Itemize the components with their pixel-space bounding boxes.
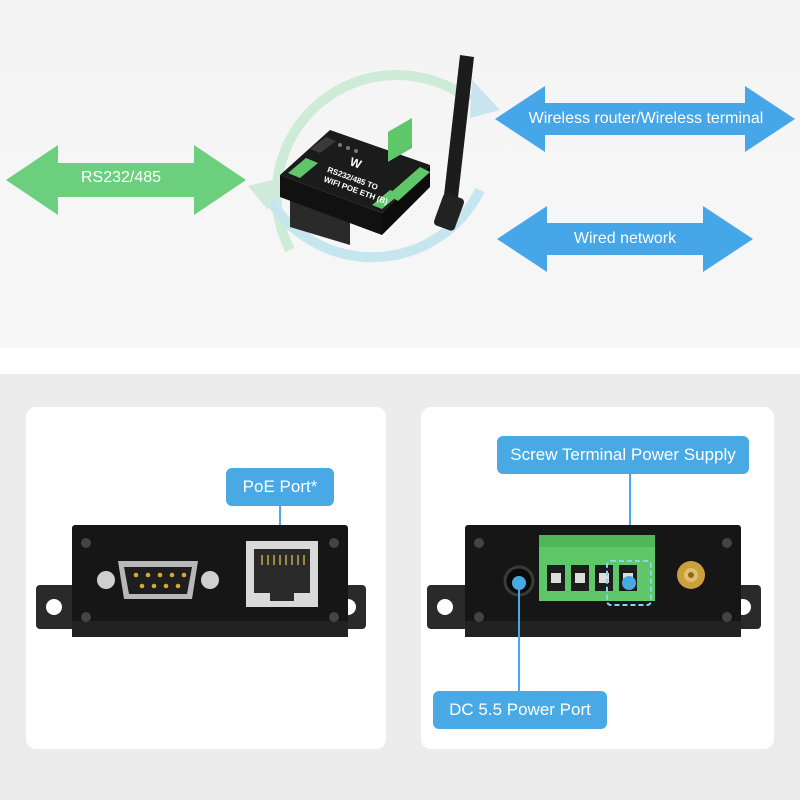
wired-network-label: Wired network bbox=[573, 230, 677, 247]
screw-terminal-callout: Screw Terminal Power Supply bbox=[497, 436, 749, 474]
front-panel-view: PoE Port* bbox=[26, 407, 386, 749]
section-divider bbox=[0, 348, 800, 374]
rear-panel-view: Screw Terminal Power Supply bbox=[421, 407, 774, 749]
front-panel-device bbox=[36, 525, 366, 637]
rs232-485-label: RS232/485 bbox=[80, 169, 162, 186]
wireless-arrow bbox=[495, 86, 795, 152]
rear-panel-device bbox=[427, 525, 761, 637]
poe-port-pointer bbox=[279, 506, 281, 532]
wireless-label: Wireless router/Wireless terminal bbox=[528, 110, 764, 127]
wired-network-arrow bbox=[497, 206, 753, 272]
dc-power-callout: DC 5.5 Power Port bbox=[433, 691, 607, 729]
dc-power-pointer bbox=[518, 579, 520, 691]
dc-pointer-dot bbox=[512, 576, 526, 590]
poe-port-callout: PoE Port* bbox=[226, 468, 334, 506]
connectivity-diagram: RS232/485 Wireless router/Wireless termi… bbox=[0, 0, 800, 348]
device-image bbox=[280, 55, 474, 245]
rs232-485-arrow bbox=[6, 145, 246, 215]
